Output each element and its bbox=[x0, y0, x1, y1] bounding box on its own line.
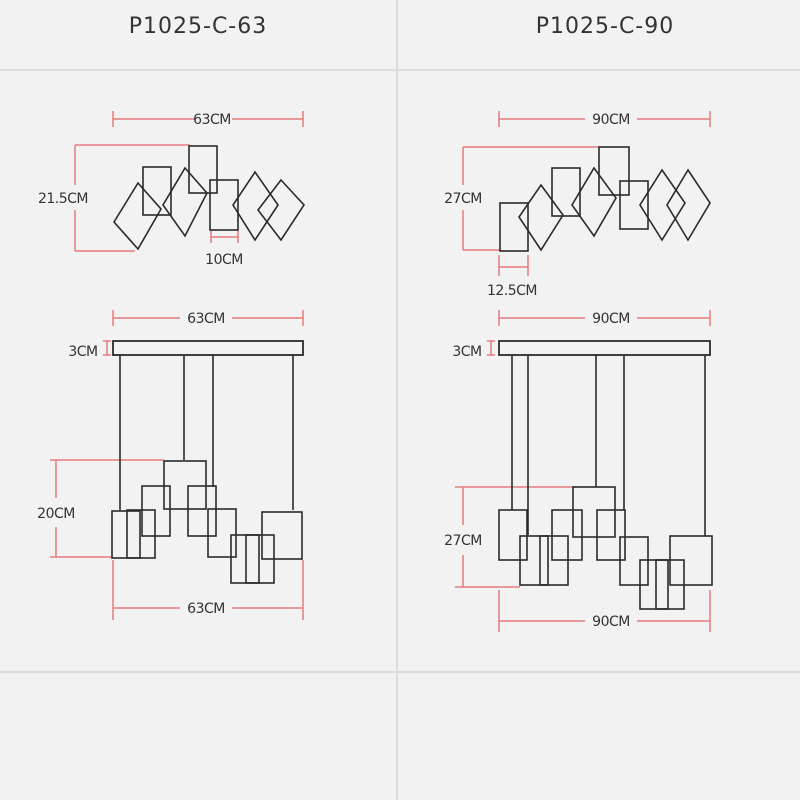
right-front-canopy-label: 3CM bbox=[452, 344, 481, 360]
model-title-left: P1025-C-63 bbox=[128, 14, 268, 39]
left-front-bottom-dimension bbox=[112, 560, 304, 620]
right-front-width-dimension bbox=[498, 310, 711, 326]
footer-divider bbox=[0, 671, 800, 673]
right-front-height-label: 27CM bbox=[444, 533, 482, 549]
left-top-module-dimension bbox=[210, 230, 239, 243]
left-top-module-label: 10CM bbox=[205, 252, 243, 268]
right-front-width-label: 90CM bbox=[592, 311, 630, 327]
right-front-view-illustration bbox=[498, 340, 713, 610]
right-top-module-label: 12.5CM bbox=[487, 283, 537, 299]
right-front-bottom-width-label: 90CM bbox=[592, 614, 630, 630]
panel-divider-vertical bbox=[396, 0, 398, 800]
right-front-bottom-dimension bbox=[498, 590, 711, 632]
left-front-canopy-label: 3CM bbox=[68, 344, 97, 360]
left-front-bottom-width-label: 63CM bbox=[187, 601, 225, 617]
right-top-view-illustration bbox=[499, 146, 711, 252]
left-top-height-label: 21.5CM bbox=[38, 191, 88, 207]
left-front-canopy-dimension bbox=[103, 340, 111, 356]
left-top-width-dimension bbox=[112, 111, 304, 127]
left-front-width-dimension bbox=[112, 310, 304, 326]
right-top-module-dimension bbox=[498, 255, 529, 276]
left-front-height-label: 20CM bbox=[37, 506, 75, 522]
left-front-width-label: 63CM bbox=[187, 311, 225, 327]
right-top-width-dimension bbox=[498, 111, 711, 127]
model-title-right: P1025-C-90 bbox=[535, 14, 675, 39]
right-front-canopy-dimension bbox=[487, 340, 495, 356]
left-top-width-label: 63CM bbox=[193, 112, 231, 128]
left-top-view-illustration bbox=[113, 145, 306, 251]
left-front-view-illustration bbox=[111, 340, 304, 584]
right-front-height-dimension bbox=[455, 486, 575, 588]
right-top-height-dimension bbox=[462, 146, 600, 251]
right-top-height-label: 27CM bbox=[444, 191, 482, 207]
left-top-height-dimension bbox=[74, 144, 190, 252]
right-top-width-label: 90CM bbox=[592, 112, 630, 128]
left-front-height-dimension bbox=[50, 459, 164, 558]
header-divider bbox=[0, 69, 800, 71]
